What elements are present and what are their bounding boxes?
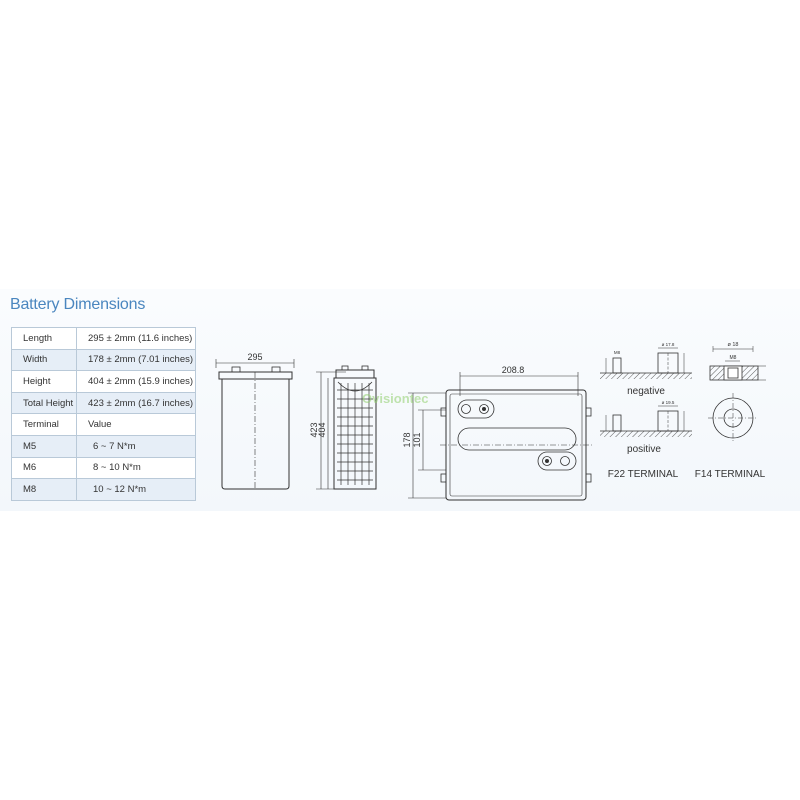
f22-terminal-label: F22 TERMINAL — [608, 469, 679, 480]
section-title: Battery Dimensions — [10, 296, 146, 313]
row-value: 423 ± 2mm (16.7 inches) — [76, 391, 196, 415]
f14-bolt-label: M8 — [730, 355, 737, 361]
negative-label: negative — [627, 386, 665, 397]
front-dim-label: 295 — [247, 352, 262, 362]
watermark-logo: Ovisiontec — [362, 391, 428, 406]
top-dim-length-label: 208.8 — [502, 365, 525, 375]
f22-positive-terminal — [600, 405, 692, 437]
front-view — [215, 359, 295, 490]
top-dim-width-label: 178 — [402, 432, 412, 447]
f14-terminal — [708, 346, 766, 443]
row-value: 178 ± 2mm (7.01 inches) — [76, 348, 196, 372]
row-value: 10 ~ 12 N*m — [76, 478, 196, 501]
table-row: Width 178 ± 2mm (7.01 inches) — [11, 348, 196, 372]
side-dim-height-label: 404 — [317, 422, 327, 437]
table-row: M8 10 ~ 12 N*m — [11, 478, 196, 501]
row-value: 295 ± 2mm (11.6 inches) — [76, 327, 196, 350]
f22-neg-bolt-label: M8 — [614, 350, 621, 355]
row-label: Length — [11, 327, 77, 350]
row-label: M6 — [11, 456, 77, 480]
top-dim-inner-label: 101 — [412, 432, 422, 447]
row-value: 6 ~ 7 N*m — [76, 434, 196, 458]
table-row: M5 6 ~ 7 N*m — [11, 434, 196, 458]
table-row: M6 8 ~ 10 N*m — [11, 456, 196, 480]
table-row: Terminal Value — [11, 413, 196, 436]
positive-label: positive — [627, 444, 661, 455]
top-view — [408, 372, 592, 501]
row-label: M5 — [11, 434, 77, 458]
f22-negative-terminal — [600, 347, 692, 379]
side-view — [316, 365, 377, 490]
row-label: Width — [11, 348, 77, 372]
f14-terminal-label: F14 TERMINAL — [695, 469, 766, 480]
f14-dia-label: ø 18 — [727, 342, 738, 348]
row-label: Total Height — [11, 391, 77, 415]
side-dim-total-label: 423 — [309, 422, 319, 437]
table-row: Length 295 ± 2mm (11.6 inches) — [11, 327, 196, 350]
row-value: 404 ± 2mm (15.9 inches) — [76, 370, 196, 393]
table-row: Height 404 ± 2mm (15.9 inches) — [11, 370, 196, 393]
f22-pos-dia-label: ø 19.5 — [662, 400, 675, 405]
f22-neg-dia-label: ø 17.8 — [662, 342, 675, 347]
row-label: Height — [11, 370, 77, 393]
table-row: Total Height 423 ± 2mm (16.7 inches) — [11, 391, 196, 415]
dimensions-table: Length 295 ± 2mm (11.6 inches) Width 178… — [11, 327, 196, 501]
